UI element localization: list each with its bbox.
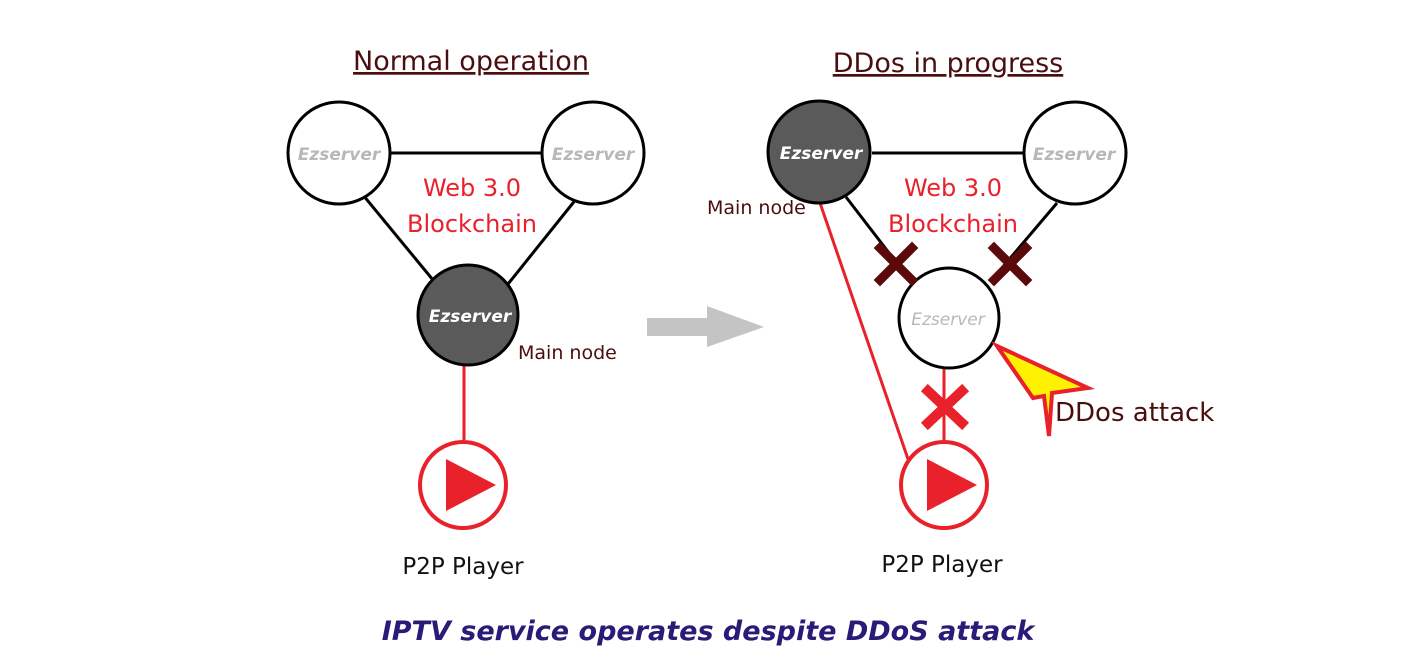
right-panel-title: DDos in progress xyxy=(833,48,1064,79)
left-panel: Normal operation Ezserver Ezserver Ezser… xyxy=(286,46,646,580)
svg-text:Ezserver: Ezserver xyxy=(911,310,985,330)
center-label-line2: Blockchain xyxy=(888,210,1018,238)
rerouted-stream-line xyxy=(817,199,910,460)
player-label: P2P Player xyxy=(881,552,1003,578)
svg-text:Ezserver: Ezserver xyxy=(1033,145,1117,165)
ezserver-main-node: Ezserver xyxy=(416,263,520,367)
center-label-line1: Web 3.0 xyxy=(904,174,1002,202)
ezserver-main-node: Ezserver xyxy=(766,99,872,205)
ddos-attack-label: DDos attack xyxy=(1055,398,1214,428)
broken-stream-x-icon xyxy=(920,383,970,431)
left-panel-title: Normal operation xyxy=(353,46,589,77)
ddos-attack-bolt-icon xyxy=(991,341,1096,437)
broken-link-x-icon xyxy=(873,241,919,287)
broken-link-x-icon xyxy=(987,241,1033,287)
svg-text:Ezserver: Ezserver xyxy=(780,144,864,164)
svg-text:Ezserver: Ezserver xyxy=(552,145,636,165)
main-node-label: Main node xyxy=(518,342,617,364)
right-panel: DDos in progress Ezserver Ezserver Ezser… xyxy=(707,48,1214,578)
ezserver-node: Ezserver xyxy=(1022,100,1128,206)
transition-arrow-icon xyxy=(647,306,764,347)
play-icon xyxy=(418,440,508,530)
svg-text:Ezserver: Ezserver xyxy=(429,307,513,327)
diagram-caption: IPTV service operates despite DDoS attac… xyxy=(382,616,1037,647)
player-label: P2P Player xyxy=(402,554,524,580)
link-left-bottom xyxy=(361,194,435,281)
center-label-line1: Web 3.0 xyxy=(423,174,521,202)
ezserver-attacked-node: Ezserver xyxy=(897,266,1001,370)
play-icon xyxy=(899,440,989,530)
ezserver-node: Ezserver xyxy=(286,100,392,206)
svg-text:Ezserver: Ezserver xyxy=(298,145,382,165)
ezserver-node: Ezserver xyxy=(540,100,646,206)
link-right-bottom xyxy=(506,197,579,285)
center-label-line2: Blockchain xyxy=(407,210,537,238)
main-node-label: Main node xyxy=(707,197,806,219)
